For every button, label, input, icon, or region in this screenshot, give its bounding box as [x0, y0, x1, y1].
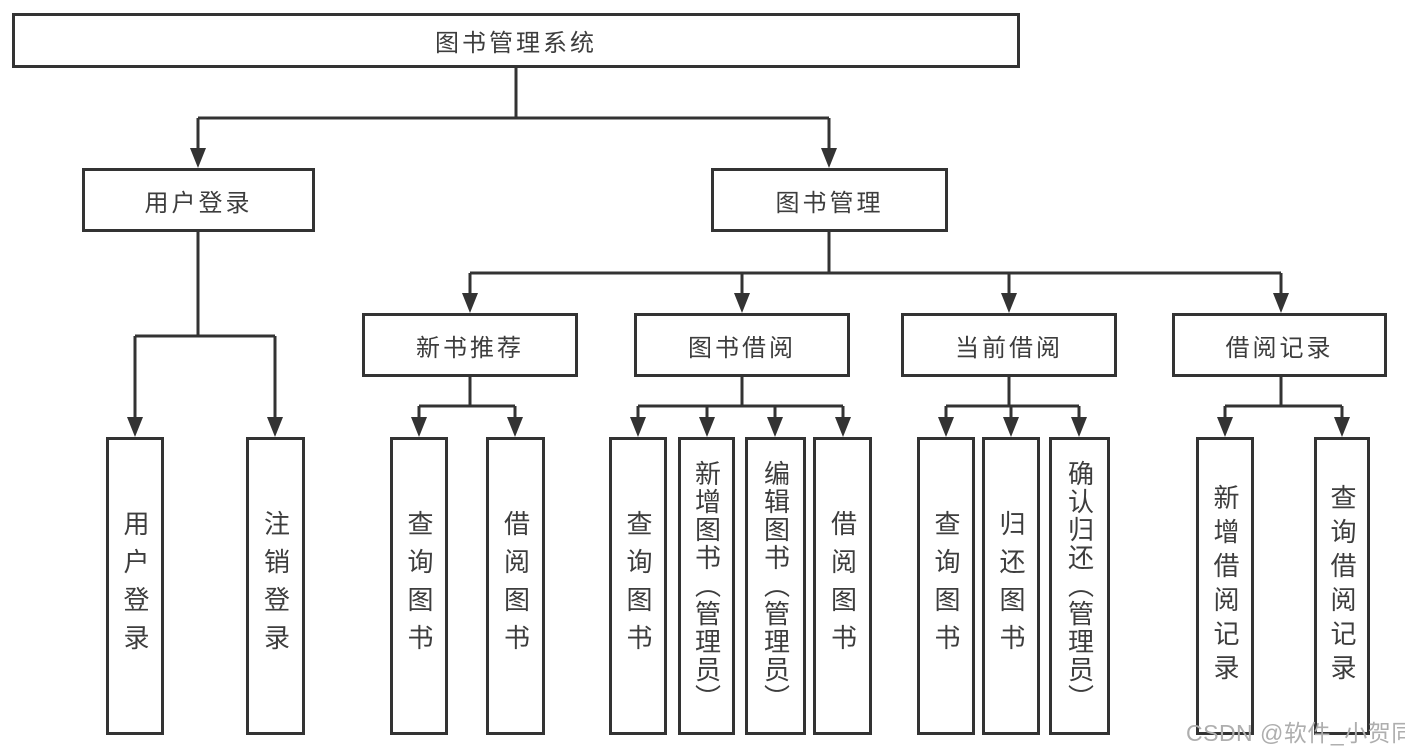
- node-query-books-current: 查询图书: [917, 437, 975, 735]
- node-label: 借阅图书: [827, 510, 858, 662]
- node-label: 借阅记录: [1225, 334, 1334, 362]
- node-book-management: 图书管理: [711, 168, 948, 232]
- csdn-watermark: CSDN @软件_小贺同学: [1186, 720, 1405, 746]
- node-new-book-recommend: 新书推荐: [362, 313, 578, 377]
- node-confirm-return-admin: 确认归还（管理员）: [1049, 437, 1110, 735]
- node-label: 图书管理: [775, 189, 884, 217]
- node-label: 图书借阅: [688, 334, 796, 362]
- node-borrowing-records: 借阅记录: [1172, 313, 1387, 377]
- node-label: 用户登录: [120, 510, 150, 662]
- node-label: 新书推荐: [416, 334, 524, 362]
- node-current-borrowing: 当前借阅: [901, 313, 1117, 377]
- node-query-books-recommend: 查询图书: [390, 437, 448, 735]
- node-label: 查询借阅记录: [1327, 484, 1357, 688]
- node-borrow-books-recommend: 借阅图书: [486, 437, 545, 735]
- node-library-management-system: 图书管理系统: [12, 13, 1020, 68]
- node-book-borrowing: 图书借阅: [634, 313, 850, 377]
- node-label: 用户登录: [144, 189, 253, 217]
- node-label: 编辑图书（管理员）: [760, 460, 791, 712]
- node-user-login-action: 用户登录: [106, 437, 164, 735]
- node-label: 新增图书（管理员）: [691, 460, 722, 712]
- node-add-borrow-record: 新增借阅记录: [1196, 437, 1254, 735]
- node-return-books: 归还图书: [982, 437, 1040, 735]
- node-label: 当前借阅: [955, 334, 1063, 362]
- node-label: 查询图书: [404, 510, 434, 662]
- node-label: 注销登录: [260, 510, 291, 662]
- node-add-books-admin: 新增图书（管理员）: [678, 437, 735, 735]
- node-label: 查询图书: [623, 510, 653, 662]
- node-logout: 注销登录: [246, 437, 305, 735]
- node-label: 归还图书: [996, 510, 1026, 662]
- node-label: 查询图书: [931, 510, 961, 662]
- arrowheads: [127, 148, 1350, 437]
- node-query-books-borrow: 查询图书: [609, 437, 667, 735]
- node-edit-books-admin: 编辑图书（管理员）: [745, 437, 806, 735]
- node-query-borrow-record: 查询借阅记录: [1314, 437, 1370, 735]
- node-label: 确认归还（管理员）: [1064, 460, 1095, 712]
- node-borrow-books-borrow: 借阅图书: [813, 437, 872, 735]
- node-label: 借阅图书: [500, 510, 531, 662]
- node-user-login: 用户登录: [82, 168, 315, 232]
- node-label: 图书管理系统: [435, 30, 597, 57]
- node-label: 新增借阅记录: [1210, 484, 1240, 688]
